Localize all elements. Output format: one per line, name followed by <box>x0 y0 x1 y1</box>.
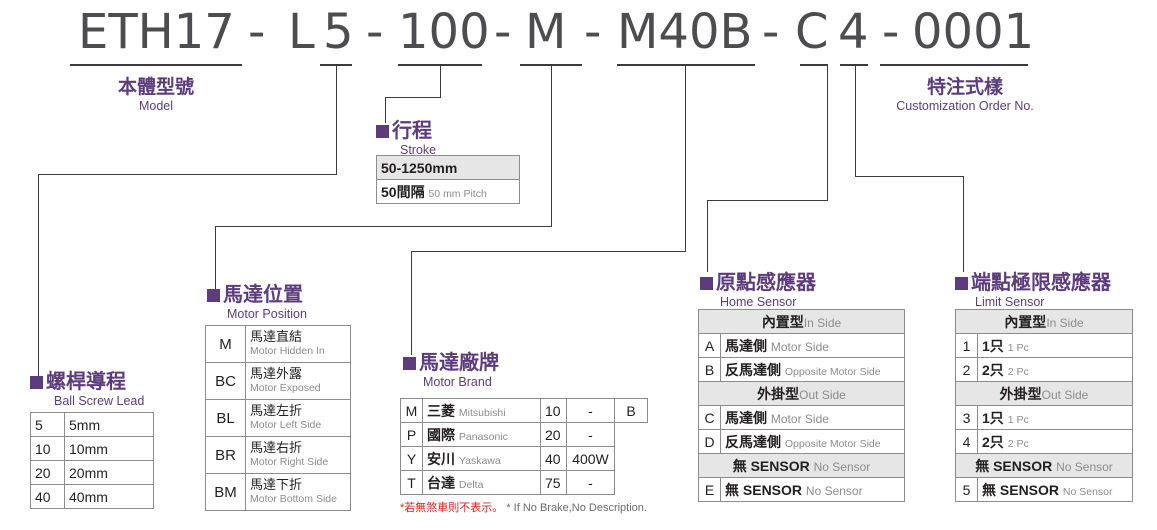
brake-note: *若無煞車則不表示。 * If No Brake,No Description. <box>400 502 647 514</box>
home-header: 原點感應器 Home Sensor <box>700 266 816 309</box>
limit-underline <box>840 64 868 66</box>
brand-code: M <box>525 4 567 60</box>
limit-code: 4 <box>838 4 869 60</box>
custom-label-en: Customization Order No. <box>896 99 1034 113</box>
stroke-range: 50-1250mm <box>376 155 520 180</box>
model-label: 本體型號 Model <box>96 72 216 113</box>
table-row: 無 SENSOR No Sensor <box>698 453 905 478</box>
custom-code: 0001 <box>912 4 1035 60</box>
home-title-en: Home Sensor <box>720 295 797 309</box>
table-row: P 國際 Panasonic 20 - <box>400 422 648 447</box>
table-row: 外掛型Out Side <box>955 381 1133 406</box>
limit-title-en: Limit Sensor <box>975 295 1045 309</box>
custom-underline <box>880 64 1028 66</box>
brand-header: 馬達廠牌 Motor Brand <box>403 346 499 389</box>
table-row: M 三菱 Mitsubishi 10 - B <box>400 398 648 423</box>
stroke-underline <box>398 64 482 66</box>
position-title-en: Motor Position <box>227 307 307 321</box>
dash: - <box>494 4 512 60</box>
model-underline <box>70 64 242 66</box>
stroke-title-en: Stroke <box>400 143 437 157</box>
table-row: T 台達 Delta 75 - <box>400 470 648 495</box>
dash: - <box>584 4 602 60</box>
square-bullet-icon <box>207 289 220 302</box>
motor-code: M40B <box>617 4 753 60</box>
sensor-underline <box>800 64 828 66</box>
table-row: Y 安川 Yaskawa 40 400W <box>400 446 648 471</box>
model-code: ETH17 <box>78 4 235 60</box>
custom-label-zh: 特注式樣 <box>926 76 1003 98</box>
table-row: 無 SENSOR No Sensor <box>955 453 1133 478</box>
square-bullet-icon <box>376 125 389 138</box>
dash: - <box>366 4 384 60</box>
brand-title-zh: 馬達廠牌 <box>419 350 499 374</box>
stroke-code: 100 <box>398 4 490 60</box>
brand-underline <box>520 64 582 66</box>
table-row: 外掛型Out Side <box>698 381 905 406</box>
limit-title-zh: 端點極限感應器 <box>971 270 1111 294</box>
table-row: 內置型In Side <box>698 309 905 334</box>
position-title-zh: 馬達位置 <box>223 282 303 306</box>
motor-underline <box>617 64 755 66</box>
square-bullet-icon <box>30 376 43 389</box>
brand-table: M 三菱 Mitsubishi 10 - B P 國際 Panasonic 20… <box>400 398 648 495</box>
position-header: 馬達位置 Motor Position <box>207 278 307 321</box>
position-code: L <box>288 4 315 60</box>
dash: - <box>762 4 780 60</box>
table-row: 內置型In Side <box>955 309 1133 334</box>
custom-label: 特注式樣 Customization Order No. <box>870 72 1060 113</box>
sensor-code: C <box>795 4 829 60</box>
stroke-title-zh: 行程 <box>392 118 432 142</box>
stroke-header: 行程 Stroke <box>376 114 436 157</box>
dash: - <box>248 4 266 60</box>
square-bullet-icon <box>955 277 968 290</box>
brake-code: B <box>614 398 648 423</box>
model-label-zh: 本體型號 <box>117 76 194 98</box>
model-label-en: Model <box>138 99 174 113</box>
lead-code: 5 <box>323 4 354 60</box>
dash: - <box>882 4 900 60</box>
square-bullet-icon <box>700 277 713 290</box>
lead-title-zh: 螺桿導程 <box>46 369 126 393</box>
square-bullet-icon <box>403 357 416 370</box>
lead-header: 螺桿導程 Ball Screw Lead <box>30 365 144 408</box>
stroke-pitch: 50間隔 50 mm Pitch <box>376 179 520 204</box>
lead-title-en: Ball Screw Lead <box>54 394 145 408</box>
lead-underline <box>320 64 352 66</box>
brand-title-en: Motor Brand <box>423 375 492 389</box>
stroke-table: 50-1250mm 50間隔 50 mm Pitch <box>376 155 520 204</box>
home-title-zh: 原點感應器 <box>716 270 816 294</box>
limit-header: 端點極限感應器 Limit Sensor <box>955 266 1111 309</box>
